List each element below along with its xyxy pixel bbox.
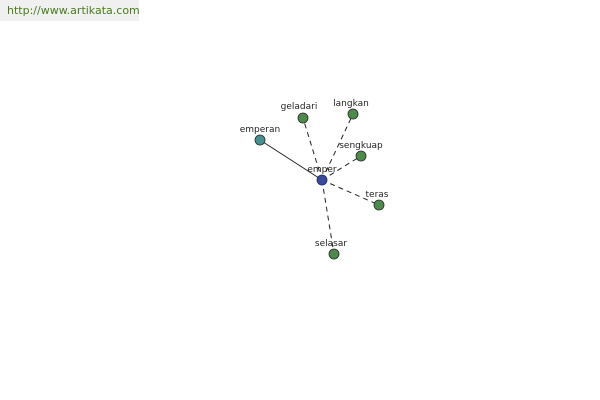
node-label-langkan[interactable]: langkan [333, 99, 369, 109]
edge-geladari [302, 117, 323, 181]
node-sengkuap[interactable] [355, 150, 367, 162]
edge-selasar [321, 179, 335, 255]
node-label-center[interactable]: emper [307, 165, 337, 175]
graph-labels: emperan geladari langkan sengkuap teras selas… [240, 99, 389, 249]
node-geladari[interactable] [297, 112, 309, 124]
graph-nodes [254, 108, 385, 260]
source-link[interactable]: http://www.artikata.com [7, 4, 140, 17]
edge-langkan [321, 113, 354, 181]
edge-teras [321, 179, 380, 206]
node-selasar[interactable] [328, 248, 340, 260]
node-label-selasar[interactable]: selasar [315, 239, 347, 249]
node-emperan[interactable] [254, 134, 266, 146]
graph-edges [259, 113, 380, 255]
source-bar: http://www.artikata.com [0, 0, 140, 21]
edge-sengkuap [321, 155, 362, 181]
node-label-emperan[interactable]: emperan [240, 125, 280, 135]
edge-emperan [259, 139, 323, 181]
node-center-emper[interactable] [316, 174, 328, 186]
node-label-sengkuap[interactable]: sengkuap [339, 141, 383, 151]
node-teras[interactable] [373, 199, 385, 211]
node-label-teras[interactable]: teras [366, 190, 389, 200]
node-langkan[interactable] [347, 108, 359, 120]
node-label-geladari[interactable]: geladari [281, 102, 318, 112]
